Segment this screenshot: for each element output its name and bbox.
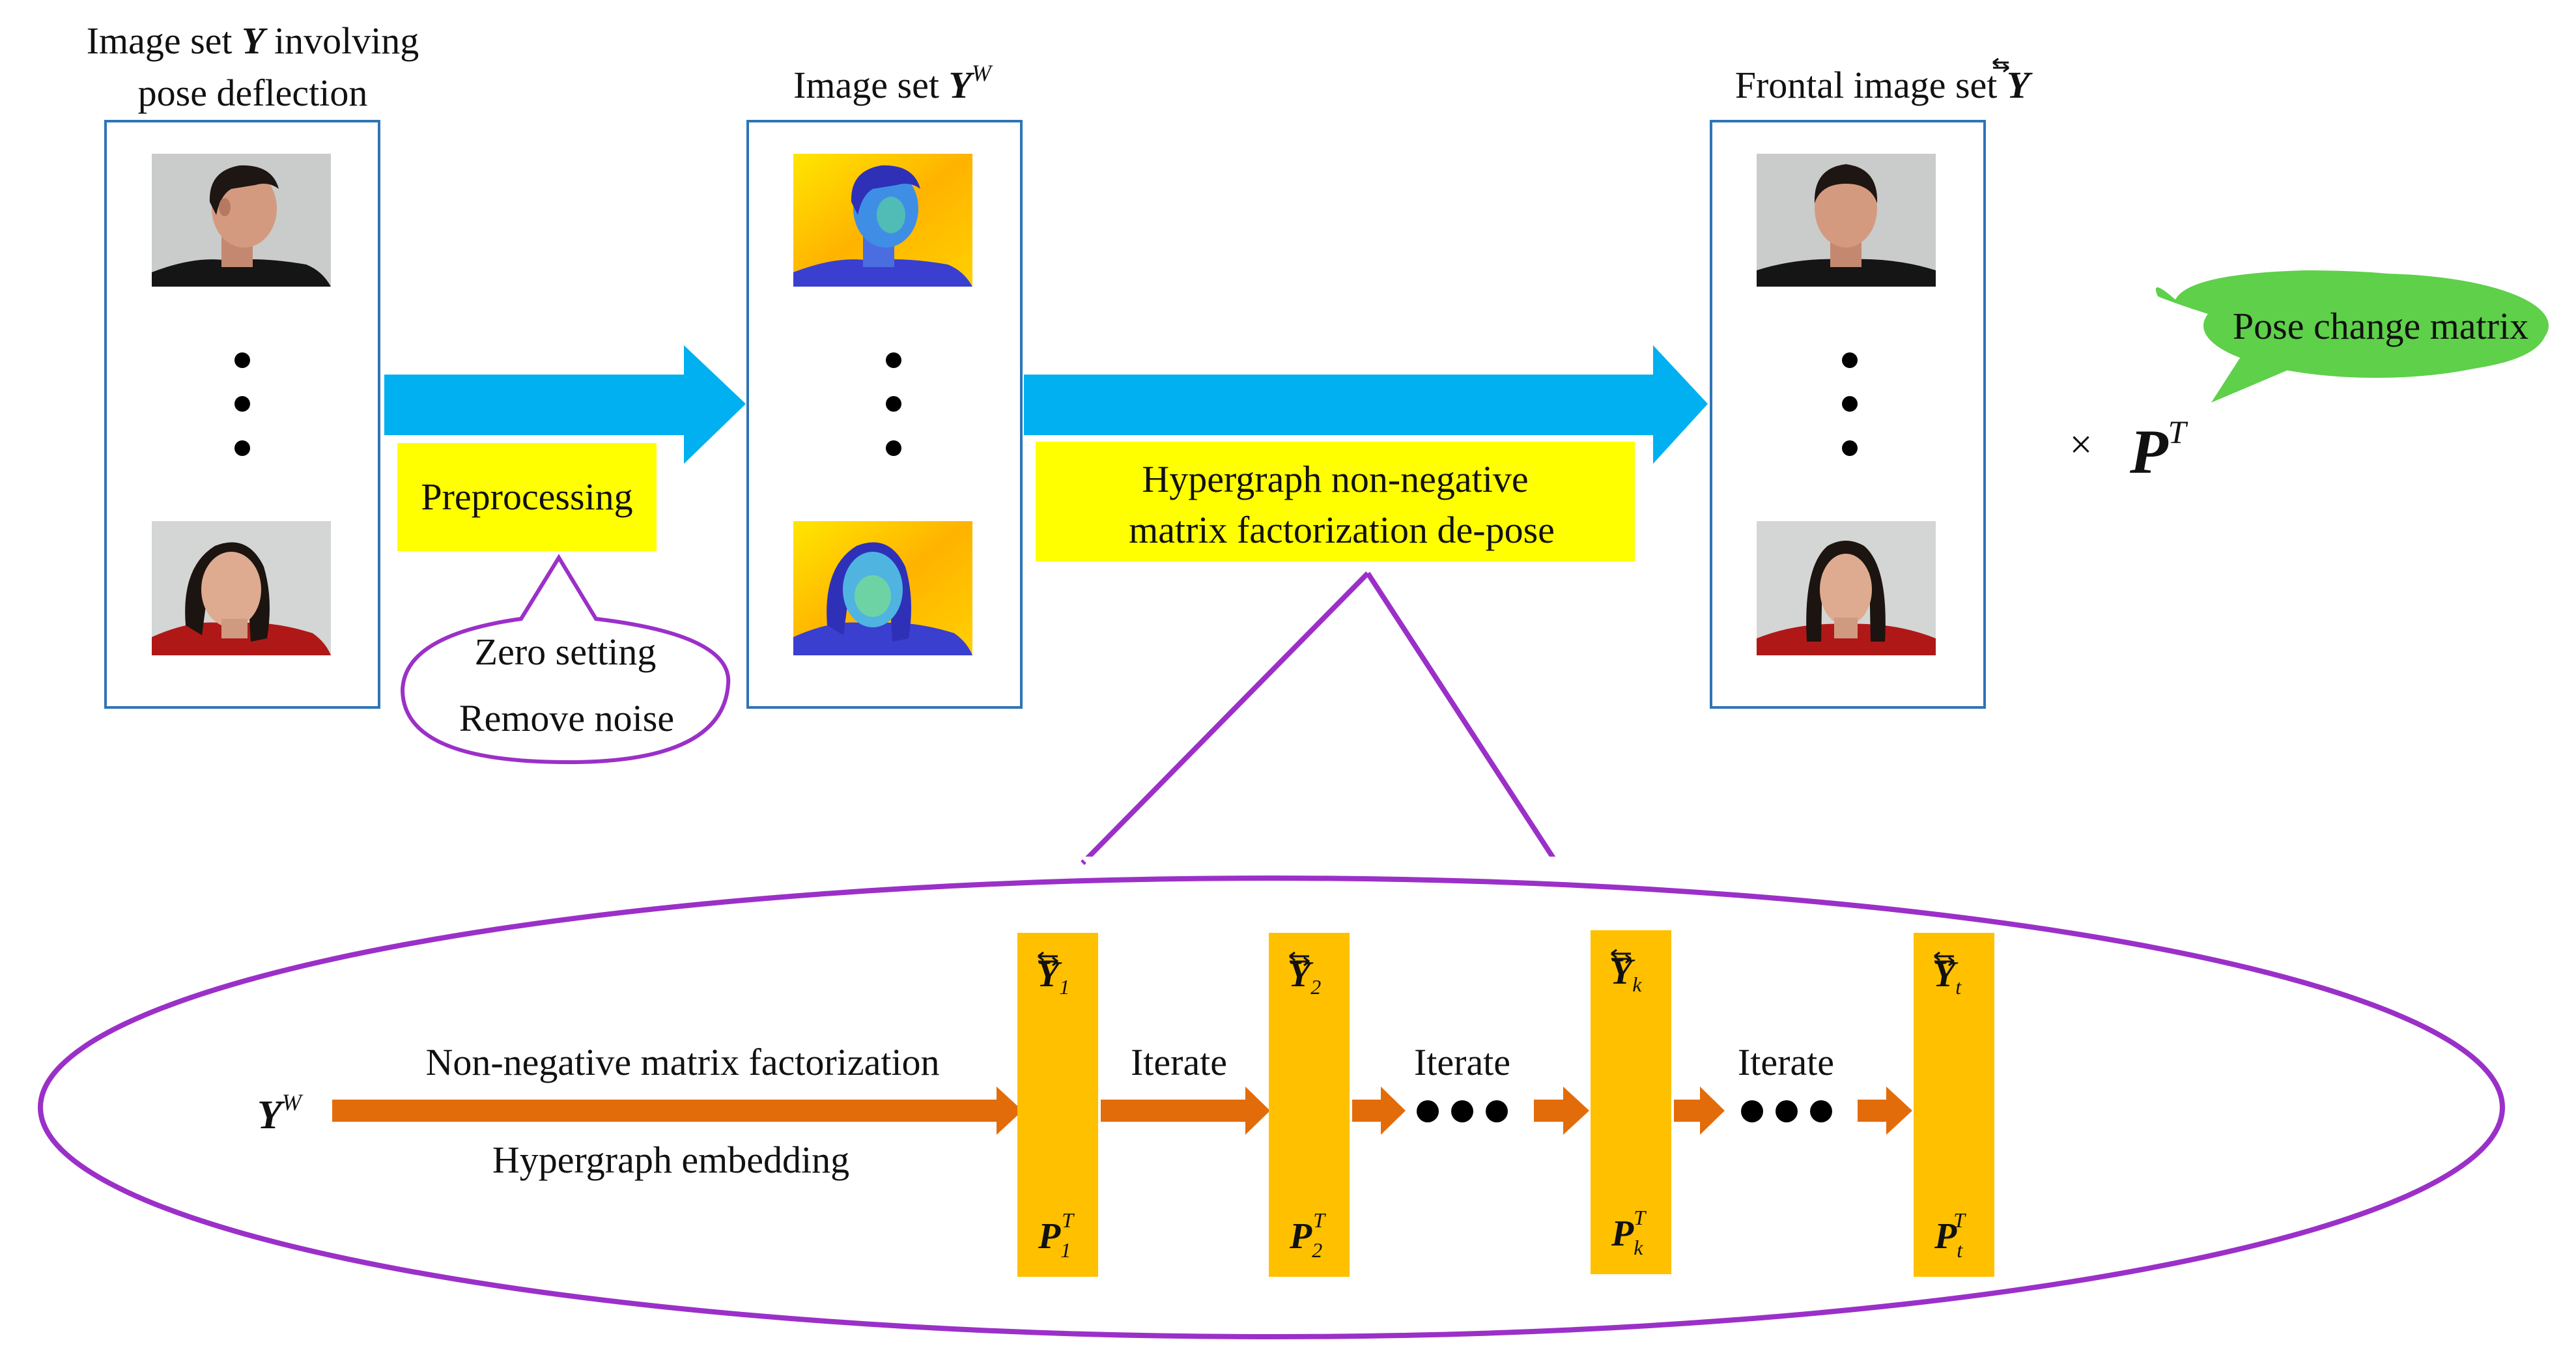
depose-label-box (1036, 442, 1635, 562)
nmf-arrow (332, 1087, 1023, 1135)
preprocess-arrow (384, 345, 746, 464)
input-face-photo-woman (152, 521, 331, 655)
multiply-symbol: × (2070, 423, 2093, 467)
depose-label-line1: Hypergraph non-negative (1142, 458, 1528, 500)
iterate-label-1: Iterate (1131, 1041, 1227, 1083)
preprocessing-label-box (397, 443, 657, 551)
input-face-photo-man (152, 154, 331, 287)
iterate-arrow-3a (1674, 1087, 1725, 1135)
block-k-p-label: PkT (1611, 1206, 1647, 1259)
iteration-block-2: Y2 P2T (1269, 933, 1350, 1277)
weighted-face-photo-woman (793, 521, 972, 655)
depose-label-line2: matrix factorization de-pose (1129, 509, 1555, 551)
bubble-zero-setting: Zero setting (475, 631, 657, 673)
iterate-dots-2 (1741, 1100, 1832, 1122)
preprocessing-label: Preprocessing (421, 476, 632, 518)
zoom-line-right (1365, 571, 1559, 865)
iterate-label-2: Iterate (1414, 1041, 1510, 1083)
frontal-face-photo-man (1757, 154, 1936, 287)
pose-matrix-symbol: PT (2129, 414, 2188, 487)
block-1-p-label: P1T (1038, 1208, 1075, 1262)
iterate-arrow-2a (1352, 1087, 1406, 1135)
input-set-title-line2: pose deflection (138, 72, 368, 114)
weighted-set-title: Image set YW (793, 60, 993, 106)
nmf-arrow-top-label: Non-negative matrix factorization (425, 1041, 939, 1083)
iterate-arrow-1 (1101, 1087, 1270, 1135)
weighted-ellipsis (886, 352, 901, 456)
iterate-label-3: Iterate (1738, 1041, 1834, 1083)
detail-ellipse-gap (1083, 857, 1559, 870)
pose-change-label: Pose change matrix (2233, 305, 2528, 347)
block-2-p-label: P2T (1289, 1208, 1326, 1262)
preprocessing-bubble (400, 554, 731, 765)
bubble-remove-noise: Remove noise (459, 697, 674, 739)
input-ellipsis (234, 352, 250, 456)
depose-arrow (1024, 345, 1708, 464)
frontal-title-double-arrow (1992, 57, 2009, 73)
iteration-block-k: Yk PkT (1591, 930, 1671, 1274)
frontal-ellipsis (1842, 352, 1858, 456)
pose-change-callout-pointer (2211, 357, 2293, 403)
zoom-line-left (1083, 571, 1370, 863)
nmf-arrow-bottom-label: Hypergraph embedding (492, 1139, 849, 1181)
frontal-face-photo-woman (1757, 521, 1936, 655)
frontal-set-title: Frontal image set Y (1735, 64, 2033, 106)
pose-change-callout (2203, 274, 2549, 378)
weighted-face-photo-man (793, 154, 972, 287)
iteration-block-1: Y1 P1T (1017, 933, 1098, 1277)
iterate-arrow-2b (1534, 1087, 1589, 1135)
iterate-dots-1 (1417, 1100, 1508, 1122)
block-t-p-label: PtT (1934, 1208, 1966, 1262)
iteration-block-t: Yt PtT (1914, 933, 1994, 1277)
detail-input-symbol: YW (257, 1089, 304, 1137)
input-set-title-line1: Image set Y involving (87, 20, 419, 62)
iterate-arrow-3b (1858, 1087, 1912, 1135)
